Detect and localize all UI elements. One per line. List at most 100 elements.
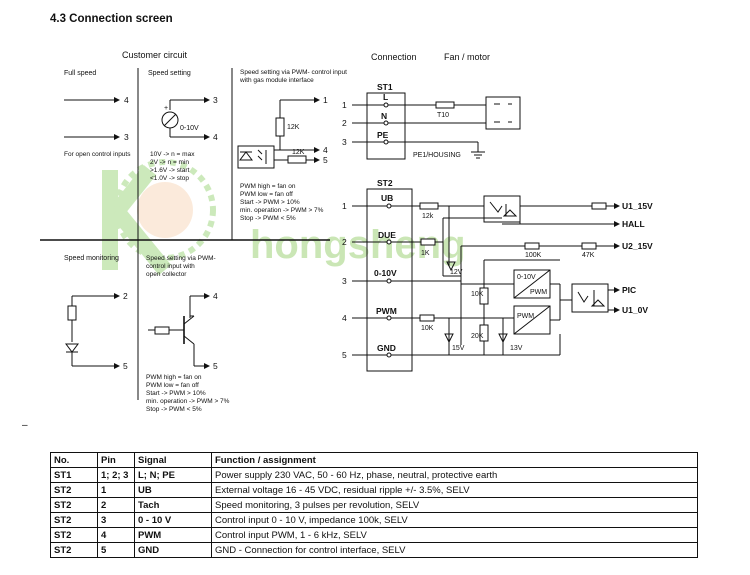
table-row: ST2 1 UB External voltage 16 - 45 VDC, r… <box>50 482 698 498</box>
page-title: 4.3 Connection screen <box>50 13 173 25</box>
t10-label: T10 <box>437 112 449 119</box>
cell-pin: 1; 2; 3 <box>97 467 135 483</box>
optocoupler-icon <box>237 145 275 169</box>
cell-signal: 0 - 10 V <box>134 512 212 528</box>
st2-num-5: 5 <box>342 350 347 360</box>
cell-function: Control input 0 - 10 V, impedance 100k, … <box>211 512 698 528</box>
col-signal: Signal <box>134 452 212 468</box>
output-u1-0v: U1_0V <box>622 305 648 315</box>
panel-pwm-oc-2: control input with <box>146 263 195 270</box>
st2-pin-pwm: PWM <box>376 306 397 316</box>
st2-num-4: 4 <box>342 313 347 323</box>
pg-pin-1: 1 <box>323 95 328 105</box>
cell-pin: 3 <box>97 512 135 528</box>
panel-pwm-gas-1: Speed setting via PWM- control input <box>240 69 347 76</box>
st2-pins: 1 2 3 4 5 UB DUE 0-10V PWM GND <box>342 193 397 360</box>
connection-diagram: hongsheng Customer circuit Connection Fa… <box>40 50 653 413</box>
pe-label: PE1/HOUSING <box>413 152 461 159</box>
pwm2-note-0: PWM high = fan on <box>146 374 202 381</box>
cell-function: Speed monitoring, 3 pulses per revolutio… <box>211 497 698 513</box>
fs-pin-1: 4 <box>124 95 129 105</box>
cell-function: GND - Connection for control interface, … <box>211 542 698 558</box>
z15-label: 15V <box>452 345 465 352</box>
output-pic: PIC <box>622 285 636 295</box>
pwm2-note-1: PWM low = fan off <box>146 382 199 389</box>
st1-pin-pe: PE <box>377 130 389 140</box>
pic-optocoupler-icon <box>571 283 609 313</box>
resistor-12k-c <box>419 202 439 210</box>
output-hall: HALL <box>622 219 645 229</box>
pot-label: 0-10V <box>180 125 199 132</box>
table-row: ST1 1; 2; 3 L; N; PE Power supply 230 VA… <box>50 467 698 483</box>
volt-note-0: 10V -> n = max <box>150 151 195 158</box>
panel-pwm-oc-3: open collector <box>146 271 187 278</box>
col-function: Function / assignment <box>211 452 698 468</box>
z13-label: 13V <box>510 345 523 352</box>
output-u2-15v: U2_15V <box>622 241 653 251</box>
st2-num-1: 1 <box>342 201 347 211</box>
cell-function: External voltage 16 - 45 VDC, residual r… <box>211 482 698 498</box>
st1-name: ST1 <box>377 82 393 92</box>
pg-pin-3: 5 <box>323 155 328 165</box>
r1k-label: 1K <box>421 250 430 257</box>
sm-pin-1: 2 <box>123 291 128 301</box>
cell-signal: L; N; PE <box>134 467 212 483</box>
cell-signal: Tach <box>134 497 212 513</box>
resistor-sm <box>67 305 77 321</box>
st1-pin-n: N <box>381 111 387 121</box>
r47k-label: 47K <box>582 252 595 259</box>
cell-signal: GND <box>134 542 212 558</box>
resistor-47k <box>581 242 597 250</box>
cell-no: ST2 <box>50 527 98 543</box>
cell-no: ST1 <box>50 467 98 483</box>
cell-pin: 4 <box>97 527 135 543</box>
resistor-100k <box>524 242 540 250</box>
pot-plus: + <box>164 105 168 112</box>
panel-pwm-oc-1: Speed setting via PWM- <box>146 255 216 262</box>
header-customer: Customer circuit <box>122 50 188 60</box>
resistor-oc <box>154 326 170 335</box>
blk1-label: 0-10V <box>517 274 536 281</box>
resistor-12k-b <box>287 155 307 164</box>
ss-pin-2: 4 <box>213 132 218 142</box>
spec-table: No. Pin Signal Function / assignment ST1… <box>50 452 698 558</box>
table-row: ST2 3 0 - 10 V Control input 0 - 10 V, i… <box>50 512 698 528</box>
watermark-logo <box>102 159 216 276</box>
panel-speed-setting: Speed setting <box>148 70 191 77</box>
pg-pin-2: 4 <box>323 145 328 155</box>
resistor-1k <box>420 238 436 246</box>
blk2-label: PWM <box>530 289 547 296</box>
blk3-label: PWM <box>517 313 534 320</box>
zener-15v <box>444 333 454 344</box>
led-icon <box>65 343 79 353</box>
st2-pin-due: DUE <box>378 230 396 240</box>
cell-function: Power supply 230 VAC, 50 - 60 Hz, phase,… <box>211 467 698 483</box>
oc-pin-2: 5 <box>213 361 218 371</box>
cell-no: ST2 <box>50 512 98 528</box>
pwm2-note-3: min. operation -> PWM > 7% <box>146 398 230 405</box>
table-header-row: No. Pin Signal Function / assignment <box>50 452 698 468</box>
hall-optocoupler-icon <box>483 195 521 223</box>
output-u1-15v: U1_15V <box>622 201 653 211</box>
resistor-u1 <box>591 202 607 210</box>
fuse-t10 <box>435 101 455 109</box>
watermark: hongsheng <box>102 159 466 276</box>
cell-no: ST2 <box>50 482 98 498</box>
st2-num-2: 2 <box>342 237 347 247</box>
st1-connector <box>366 92 406 160</box>
pwm2-note-2: Start -> PWM > 10% <box>146 390 206 397</box>
st2-name: ST2 <box>377 178 393 188</box>
cell-function: Control input PWM, 1 - 6 kHz, SELV <box>211 527 698 543</box>
col-no: No. <box>50 452 98 468</box>
st1-terminal-1 <box>383 102 389 108</box>
table-row: ST2 2 Tach Speed monitoring, 3 pulses pe… <box>50 497 698 513</box>
header-connection: Connection <box>371 52 417 62</box>
st1-terminal-2 <box>383 120 389 126</box>
z12-label: 12V <box>450 269 463 276</box>
panel-pwm-gas-2: with gas module interface <box>239 77 314 84</box>
cell-signal: PWM <box>134 527 212 543</box>
st1-terminal-3 <box>383 139 389 145</box>
st2-pin-gnd: GND <box>377 343 396 353</box>
volt-note-1: 2V -> n = min <box>150 159 189 166</box>
volt-note-3: <1.0V -> stop <box>150 175 189 182</box>
